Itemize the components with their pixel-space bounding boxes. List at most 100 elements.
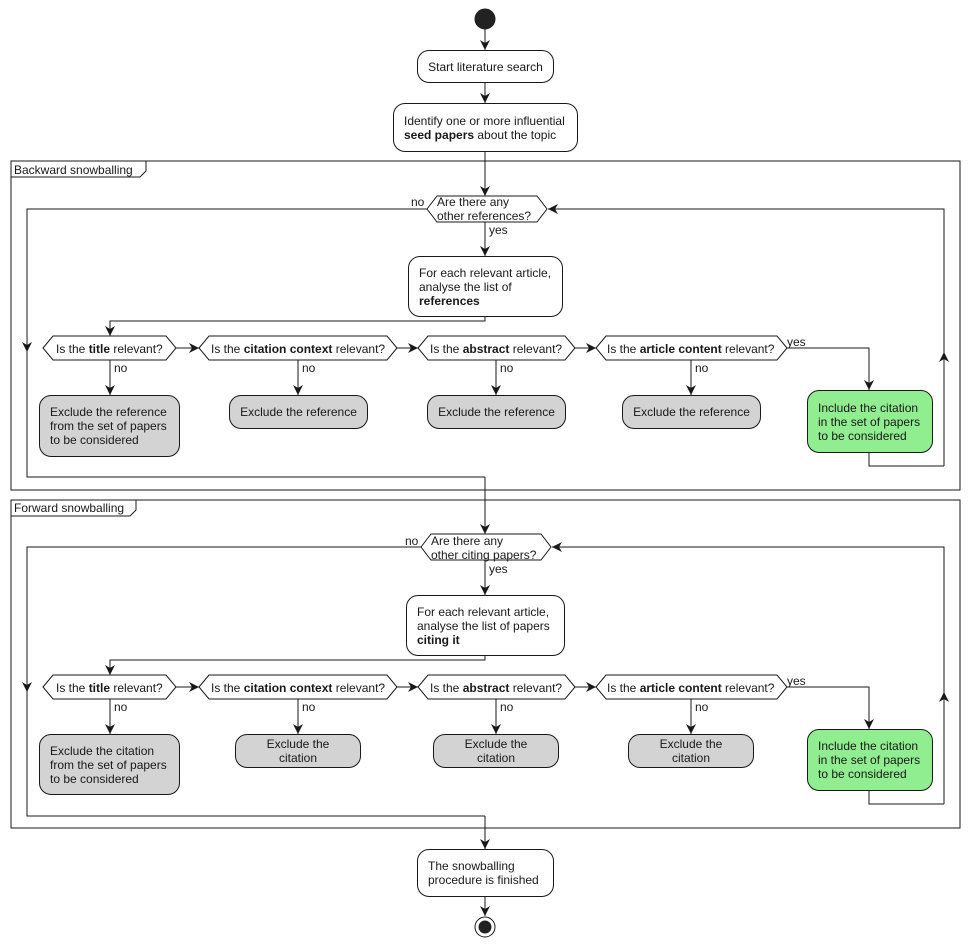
f-excl-context: Exclude the citation	[266, 737, 330, 765]
b-analyse-1: For each relevant article,	[419, 265, 552, 280]
b-incl-2: in the set of papers	[818, 414, 921, 429]
b-exclude-abstract-box: Exclude the reference	[427, 395, 566, 429]
f-loop-question: Are there any other citing papers?	[431, 534, 536, 562]
f-q-title-post: relevant?	[110, 681, 163, 695]
f-excl-first-3: to be considered	[50, 771, 139, 786]
b-q-title-post: relevant?	[110, 342, 163, 356]
seed-line2: seed papers about the topic	[404, 128, 567, 142]
f-context-no: no	[302, 700, 316, 714]
b-q-content-post: relevant?	[721, 342, 775, 356]
f-title-no: no	[114, 700, 128, 714]
b-q-content-pre: Is the	[607, 342, 640, 356]
f-q-title-pre: Is the	[56, 681, 89, 695]
b-q-context-bold: citation context	[243, 342, 333, 356]
f-loop-q1: Are there any	[431, 534, 504, 548]
f-q-content-pre: Is the	[607, 681, 640, 695]
f-incl-3: to be considered	[818, 767, 907, 781]
finish-line2: procedure is finished	[428, 873, 539, 887]
b-context-no: no	[302, 361, 316, 375]
seed-papers-box: Identify one or more influential seed pa…	[393, 103, 578, 152]
f-q-content-label: Is the article content relevant?	[607, 681, 774, 695]
f-content-yes: yes	[787, 674, 806, 688]
b-analyse-2: analyse the list of	[419, 279, 512, 294]
b-excl-abstract: Exclude the reference	[438, 405, 555, 419]
seed-line1: Identify one or more influential	[404, 113, 565, 128]
b-exclude-first-box: Exclude the reference from the set of pa…	[39, 395, 180, 457]
f-exclude-first-box: Exclude the citation from the set of pap…	[39, 734, 180, 795]
seed-bold: seed papers	[404, 127, 475, 142]
b-q-content-label: Is the article content relevant?	[607, 342, 774, 356]
backward-loop-diamond	[426, 195, 548, 223]
b-excl-first-3: to be considered	[50, 433, 139, 447]
f-q-abstract-bold: abstract	[462, 681, 510, 695]
f-abstract-no: no	[500, 700, 514, 714]
b-excl-context: Exclude the reference	[240, 405, 357, 419]
f-exclude-content-box: Exclude the citation	[628, 734, 754, 768]
b-q-abstract-pre: Is the	[430, 342, 463, 356]
b-loop-yes-label: yes	[489, 223, 508, 237]
f-excl-first-2: from the set of papers	[50, 757, 167, 772]
b-incl-1: Include the citation	[818, 400, 919, 415]
backward-frame-title: Backward snowballing	[14, 163, 133, 177]
f-q-abstract-pre: Is the	[430, 681, 463, 695]
f-q-title-label: Is the title relevant?	[56, 681, 163, 695]
b-exclude-content-box: Exclude the reference	[622, 395, 761, 429]
f-include-box: Include the citation in the set of paper…	[807, 729, 933, 791]
f-q-content-post: relevant?	[721, 681, 775, 695]
b-q-context-label: Is the citation context relevant?	[211, 342, 385, 356]
b-q-title-pre: Is the	[56, 342, 89, 356]
f-analyse-box: For each relevant article, analyse the l…	[406, 595, 565, 656]
f-q-context-post: relevant?	[332, 681, 386, 695]
b-title-no: no	[114, 361, 128, 375]
b-content-yes: yes	[787, 335, 806, 349]
f-q-content-bold: article content	[639, 681, 722, 695]
start-search-label: Start literature search	[428, 59, 543, 74]
b-excl-content: Exclude the reference	[633, 405, 750, 419]
f-incl-2: in the set of papers	[818, 753, 921, 767]
b-excl-first-1: Exclude the reference	[50, 405, 167, 419]
f-analyse-bold: citing it	[417, 632, 460, 647]
f-q-abstract-post: relevant?	[509, 681, 563, 695]
f-q-context-pre: Is the	[211, 681, 244, 695]
forward-loop-diamond	[420, 533, 552, 561]
f-excl-first-1: Exclude the citation	[50, 743, 155, 758]
f-exclude-abstract-box: Exclude the citation	[433, 734, 559, 768]
b-q-title-bold: title	[88, 342, 111, 356]
f-q-context-bold: citation context	[243, 681, 333, 695]
f-q-context-label: Is the citation context relevant?	[211, 681, 385, 695]
b-q-abstract-post: relevant?	[509, 342, 563, 356]
end-node-inner	[478, 920, 492, 934]
f-content-no: no	[695, 700, 709, 714]
f-loop-yes-label: yes	[489, 562, 508, 576]
f-excl-content: Exclude the citation	[659, 737, 723, 765]
finish-line1: The snowballing	[428, 859, 515, 873]
f-loop-no-label: no	[405, 534, 419, 548]
b-loop-q2: other references?	[437, 209, 532, 223]
f-analyse-2: analyse the list of papers	[417, 618, 550, 633]
b-abstract-no: no	[500, 361, 514, 375]
b-q-context-pre: Is the	[211, 342, 244, 356]
b-q-content-bold: article content	[639, 342, 722, 356]
b-excl-first-2: from the set of papers	[50, 419, 167, 433]
f-incl-1: Include the citation	[818, 739, 919, 753]
b-loop-question: Are there any other references?	[437, 195, 531, 223]
seed-rest: about the topic	[474, 127, 557, 142]
b-exclude-context-box: Exclude the reference	[229, 395, 368, 429]
forward-frame-title: Forward snowballing	[14, 501, 125, 515]
b-loop-no-label: no	[411, 195, 425, 209]
f-loop-q2: other citing papers?	[431, 548, 537, 562]
b-loop-q1: Are there any	[437, 195, 510, 209]
f-exclude-context-box: Exclude the citation	[235, 734, 361, 768]
b-q-title-label: Is the title relevant?	[56, 342, 163, 356]
b-include-box: Include the citation in the set of paper…	[807, 390, 933, 453]
b-q-abstract-bold: abstract	[462, 342, 510, 356]
b-q-abstract-label: Is the abstract relevant?	[430, 342, 562, 356]
f-excl-abstract: Exclude the citation	[464, 737, 528, 765]
f-q-title-bold: title	[88, 681, 111, 695]
b-analyse-bold: references	[419, 293, 480, 308]
b-content-no: no	[695, 361, 709, 375]
f-q-abstract-label: Is the abstract relevant?	[430, 681, 562, 695]
start-search-box: Start literature search	[417, 50, 554, 83]
start-node	[474, 8, 496, 30]
